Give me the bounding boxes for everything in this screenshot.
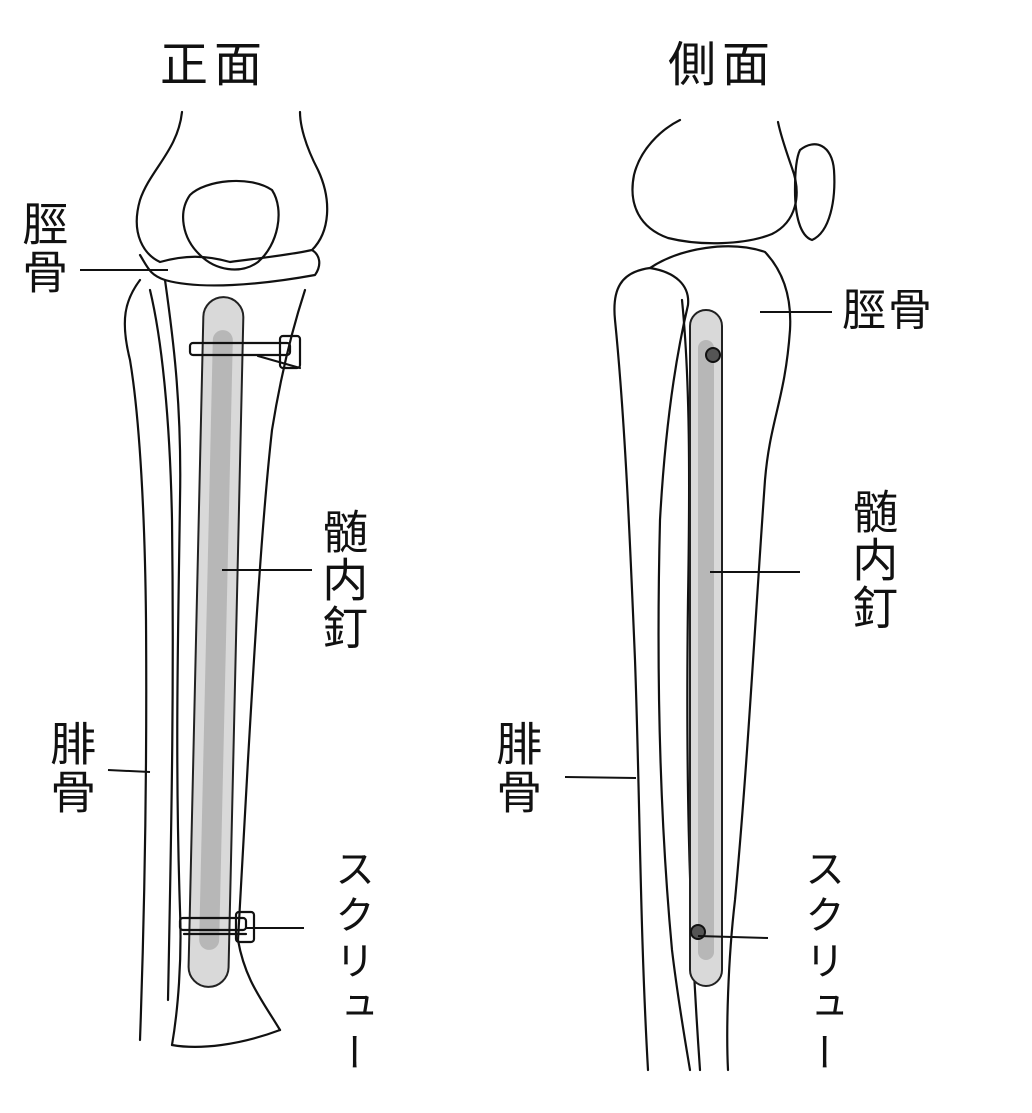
side-tibia-label: 脛骨: [842, 285, 934, 336]
side-fibula-leader: [564, 776, 637, 779]
side-screw-label: スクリュー: [798, 848, 844, 1078]
front-tibia-label: 脛骨: [15, 200, 70, 296]
front-fibula-label: 腓骨: [43, 720, 98, 816]
front-screw-label: スクリュー: [328, 848, 374, 1078]
front-femur-condyles: [135, 110, 329, 264]
front-proximal-screw: [188, 334, 302, 370]
side-fibula: [613, 266, 692, 1072]
front-view: [80, 110, 329, 1048]
front-view-title: 正面: [160, 37, 269, 93]
side-patella: [793, 143, 836, 242]
front-tibial-plateau: [138, 248, 321, 287]
side-view-title: 側面: [668, 37, 777, 93]
side-proximal-screw-hole: [705, 347, 721, 363]
side-nail-shading: [698, 340, 714, 960]
side-view: [564, 118, 836, 1072]
front-fibula-leader: [107, 769, 151, 773]
front-tibia: [163, 278, 307, 1047]
front-tibia-distal: [170, 1028, 282, 1048]
side-screw-leader: [697, 935, 769, 939]
front-fibula: [123, 278, 174, 1042]
side-femur-condyle: [631, 118, 798, 245]
side-nail-label: 髄内釘: [845, 488, 900, 632]
front-nail-shading: [199, 330, 233, 950]
front-nail-label: 髄内釘: [315, 508, 370, 652]
front-patella: [182, 179, 280, 271]
side-fibula-label: 腓骨: [489, 720, 544, 816]
